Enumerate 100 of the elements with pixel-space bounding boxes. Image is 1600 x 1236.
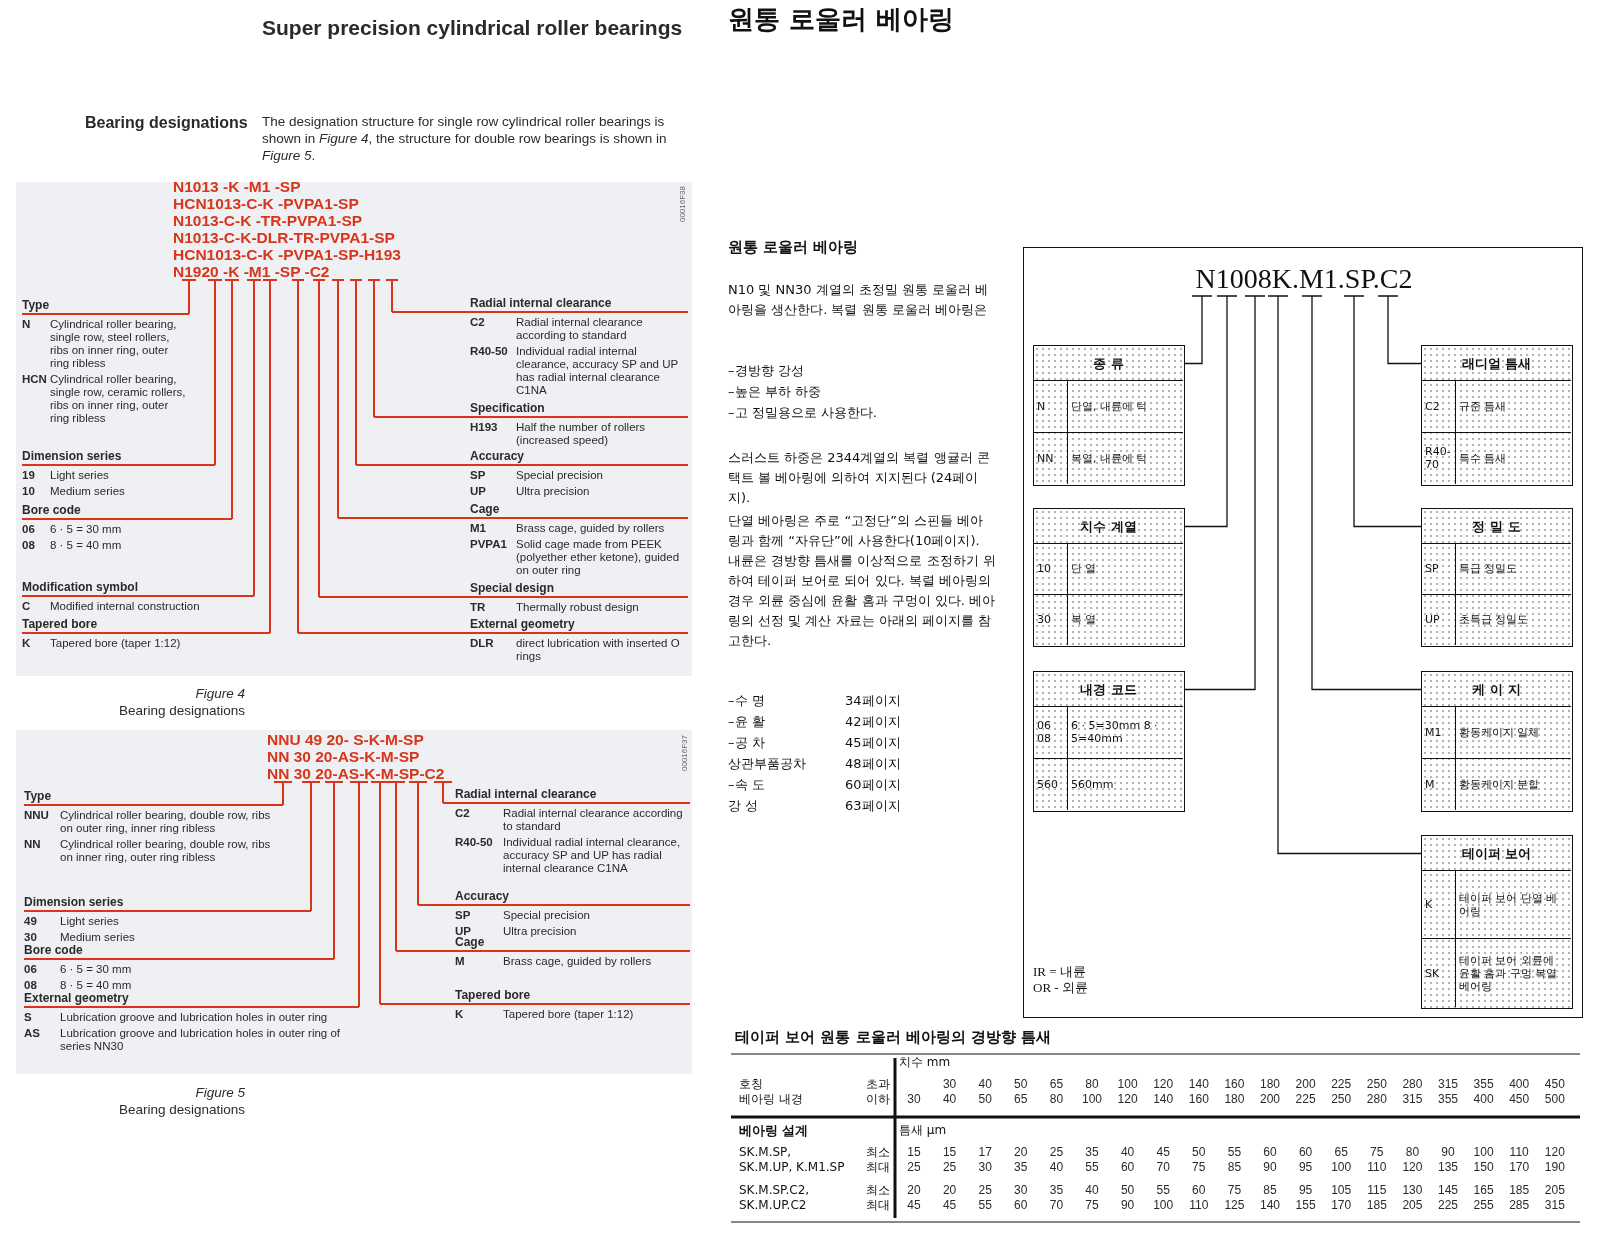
code-text: SP	[455, 909, 472, 922]
leader-line	[1301, 295, 1422, 691]
description-text: Ultra precision	[516, 485, 591, 498]
bore-size-value: 30	[941, 1077, 958, 1092]
clearance-value: 90	[1119, 1198, 1136, 1213]
code-cell: C2	[1422, 381, 1456, 433]
box-heading: 테이퍼 보어	[1422, 836, 1571, 871]
clearance-value: 130	[1401, 1183, 1424, 1198]
bore-size-value: 315	[1401, 1092, 1424, 1107]
figure-number: 00016F37	[680, 735, 690, 772]
clearance-value: 125	[1223, 1198, 1246, 1213]
bore-size-value: 315	[1437, 1077, 1459, 1092]
code-text: H193	[470, 421, 499, 435]
code-cell: N	[1034, 381, 1068, 433]
code-text: AS	[24, 1027, 41, 1041]
designation-group	[338, 502, 688, 577]
row-label: 베아링 내경	[739, 1092, 803, 1107]
clearance-value: 150	[1472, 1160, 1495, 1175]
clearance-value: 115	[1366, 1183, 1388, 1198]
clearance-value: 185	[1365, 1198, 1388, 1213]
bore-size-value: 120	[1116, 1092, 1139, 1107]
clearance-value: 35	[1084, 1145, 1100, 1160]
description-cell: 단 열	[1068, 544, 1183, 595]
leader-line	[273, 781, 293, 806]
code-text: UP	[455, 925, 472, 937]
category-heading: Cage	[338, 502, 688, 519]
designation-group	[24, 943, 334, 992]
code-text: S	[24, 1011, 33, 1024]
list-item: 강 성	[728, 798, 759, 814]
bore-size-value: 400	[1472, 1092, 1495, 1107]
list-item: –윤 활	[728, 714, 765, 730]
code-cell: K	[1422, 871, 1456, 939]
code-text: NN	[24, 838, 42, 852]
row-label: SK.M.UP.C2	[739, 1198, 807, 1213]
category-heading: Bore code	[22, 503, 232, 520]
code-text: 10	[22, 485, 36, 498]
bore-size-value: 40	[941, 1092, 958, 1107]
description-text: Tapered bore (taper 1:12)	[50, 637, 182, 650]
limit-label: 최소	[865, 1145, 890, 1160]
limit-label: 최소	[865, 1183, 890, 1198]
leader-line	[386, 781, 406, 952]
clearance-value: 120	[1543, 1145, 1566, 1160]
category-heading: Type	[24, 789, 283, 806]
clearance-value: 70	[1155, 1160, 1171, 1175]
leader-line	[370, 781, 390, 1005]
clearance-value: 65	[1333, 1145, 1349, 1160]
leader-line	[385, 279, 399, 313]
category-heading: Tapered bore	[22, 617, 270, 634]
description-text: Light series	[50, 469, 110, 482]
category-heading: External geometry	[298, 617, 688, 634]
category-heading: Specification	[374, 401, 688, 418]
clearance-value: 255	[1472, 1198, 1495, 1213]
clearance-value: 15	[906, 1145, 922, 1160]
bore-size-value: 80	[1084, 1077, 1100, 1092]
clearance-value: 55	[1155, 1183, 1171, 1198]
code-cell: M	[1422, 758, 1456, 810]
designation-group	[24, 991, 359, 1053]
clearance-value: 45	[941, 1198, 958, 1213]
clearance-value: 75	[1191, 1160, 1207, 1175]
paragraph: 단열 베아링은 주로 “고정단”의 스핀들 베아링과 함께 “자유단”에 사용한다(10페이지). 내륜은 경방향 틈새를 이상적으로 조정하기 위하여 테이퍼 보어로 되어 있다. 복렬 베아링의 경우 외륜 중심에 윤활 홈과 구멍이 있다. 베아링의 선정 및 계산 자료는 아래의 페이지를 참고한다.	[728, 512, 996, 650]
description-text: Special precision	[516, 469, 604, 482]
code-cell: 560	[1034, 758, 1068, 810]
limit-label: 초과	[865, 1077, 890, 1092]
clearance-value: 60	[1262, 1145, 1278, 1160]
code-text: K	[22, 637, 32, 650]
clearance-value: 95	[1297, 1183, 1314, 1198]
bore-size-value: 280	[1365, 1092, 1388, 1107]
category-heading: Accuracy	[418, 889, 690, 906]
clearance-value: 45	[906, 1198, 922, 1213]
description-text: Thermally robust design	[516, 601, 640, 614]
description-cell-text: 황동케이지 분할	[1458, 776, 1541, 793]
description-text: Tapered bore (taper 1:12)	[503, 1008, 635, 1021]
code-line: NN 30 20-AS-K-M-SP-C2	[267, 765, 446, 782]
designation-group	[392, 296, 688, 397]
clearance-value: 205	[1401, 1198, 1424, 1213]
list-item: –수 명	[728, 693, 765, 709]
clearance-value: 285	[1508, 1198, 1531, 1213]
clearance-value: 55	[1084, 1160, 1100, 1175]
clearance-value: 35	[1013, 1160, 1029, 1175]
bore-size-value: 355	[1472, 1077, 1495, 1092]
designation-group	[24, 895, 311, 944]
description-text: Individual radial internal clearance, accuracy SP and UP has radial internal clearance C1NA	[503, 836, 682, 875]
leader-line	[349, 781, 369, 1008]
category-heading: Radial internal clearance	[443, 787, 690, 804]
page-title: Super precision cylindrical roller bearings	[262, 16, 683, 40]
bullet-item: –고 정밀용으로 사용한다.	[728, 405, 877, 421]
clearance-value: 30	[1013, 1183, 1029, 1198]
designation-group	[319, 581, 688, 614]
designation-group	[298, 617, 688, 663]
clearance-value: 100	[1330, 1160, 1353, 1175]
bore-size-value: 140	[1187, 1077, 1210, 1092]
category-heading: Accuracy	[356, 449, 688, 466]
code-text: TR	[470, 601, 487, 614]
code-cell: R40-70	[1422, 432, 1456, 484]
page-reference: 45페이지	[845, 735, 901, 751]
paragraph: 스러스트 하중은 2344계열의 복렬 앵귤러 콘택트 볼 베아링에 의하여 지지된다 (24페이지).	[728, 449, 991, 507]
designation-group	[22, 298, 189, 425]
code-text: R40-50	[470, 345, 509, 359]
description-text: Cylindrical roller bearing, double row, ribs on inner ring, outer ring ribless	[60, 838, 272, 864]
description-text: Special precision	[503, 909, 591, 922]
